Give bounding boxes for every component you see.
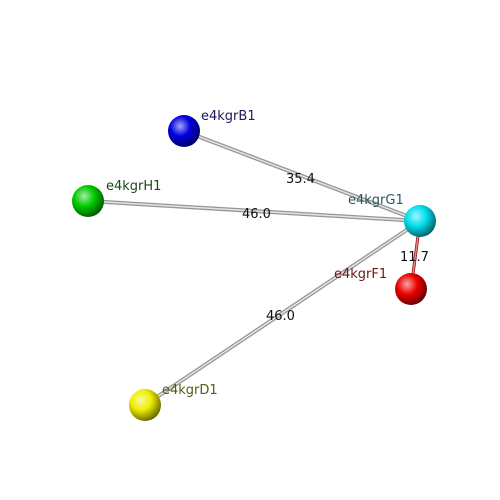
node-g1: e4kgrG1 [348, 193, 436, 237]
edge-distance-label: 35.4 [286, 172, 315, 187]
edge-distance-label: 46.0 [266, 309, 295, 324]
node-sphere [395, 273, 427, 305]
node-sphere [404, 205, 436, 237]
edge-highlight [144, 220, 421, 406]
edge-b1-g1: 35.4 [182, 129, 422, 223]
node-label: e4kgrD1 [162, 383, 218, 398]
edge-h1-g1: 46.0 [86, 199, 422, 223]
node-h1: e4kgrH1 [72, 179, 161, 217]
node-label: e4kgrG1 [348, 193, 404, 208]
nodes-layer: e4kgrB1 e4kgrH1 e4kgrG1 e4kgrF1 e4kgrD1 [72, 109, 436, 421]
node-sphere [168, 115, 200, 147]
edge-highlight [87, 200, 421, 222]
node-f1: e4kgrF1 [334, 267, 427, 305]
node-label: e4kgrB1 [201, 109, 256, 124]
node-sphere [72, 185, 104, 217]
node-d1: e4kgrD1 [129, 383, 218, 421]
edge-highlight [183, 130, 421, 222]
edge-distance-label: 11.7 [400, 250, 429, 265]
edge-distance-label: 46.0 [242, 207, 271, 222]
node-sphere [129, 389, 161, 421]
node-b1: e4kgrB1 [168, 109, 256, 147]
node-label: e4kgrH1 [106, 179, 161, 194]
edge-d1-g1: 46.0 [143, 219, 422, 407]
node-label: e4kgrF1 [334, 267, 387, 282]
